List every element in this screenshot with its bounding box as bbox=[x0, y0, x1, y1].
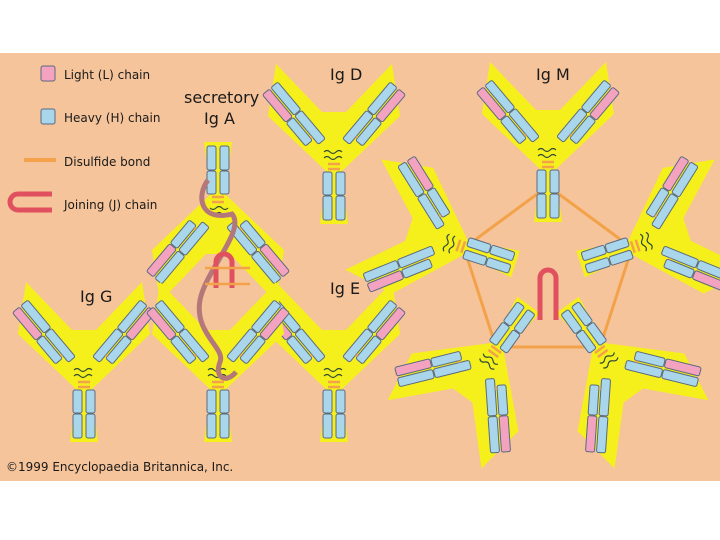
igm-title: Ig M bbox=[536, 65, 570, 84]
secretory-iga-title-line2: Ig A bbox=[204, 109, 235, 128]
legend-joining-chain-label: Joining (J) chain bbox=[63, 198, 157, 212]
legend-light-chain-swatch bbox=[41, 66, 55, 81]
igg-title: Ig G bbox=[80, 287, 112, 306]
copyright-text: ©1999 Encyclopaedia Britannica, Inc. bbox=[6, 460, 233, 474]
legend-light-chain-label: Light (L) chain bbox=[64, 68, 150, 82]
ige-title: Ig E bbox=[330, 279, 360, 298]
legend-heavy-chain-swatch bbox=[41, 109, 55, 124]
legend-disulfide-label: Disulfide bond bbox=[64, 155, 150, 169]
igd-title: Ig D bbox=[330, 65, 362, 84]
secretory-iga-title: secretory bbox=[184, 88, 259, 107]
legend-heavy-chain-label: Heavy (H) chain bbox=[64, 111, 160, 125]
